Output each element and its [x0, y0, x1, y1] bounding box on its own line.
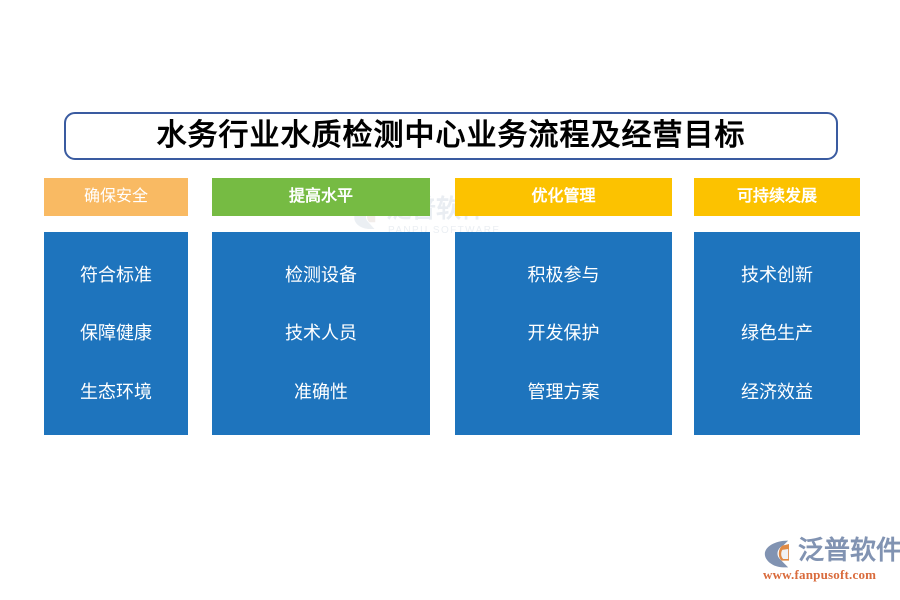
list-item: 准确性	[294, 381, 348, 402]
column-header-label-2: 优化管理	[531, 188, 596, 205]
column-body-2: 积极参与 开发保护 管理方案	[455, 232, 672, 435]
list-item: 生态环境	[80, 381, 152, 402]
column-header-2[interactable]: 优化管理	[455, 178, 672, 216]
list-item: 经济效益	[741, 381, 813, 402]
list-item: 开发保护	[527, 323, 600, 344]
column-header-label-3: 可持续发展	[736, 188, 817, 205]
list-item: 管理方案	[527, 381, 600, 402]
list-item: 技术人员	[285, 323, 357, 344]
list-item: 绿色生产	[741, 323, 813, 344]
column-body-1: 检测设备 技术人员 准确性	[212, 232, 430, 435]
column-header-1[interactable]: 提高水平	[212, 178, 430, 216]
page-title: 水务行业水质检测中心业务流程及经营目标	[156, 119, 746, 152]
column-header-0[interactable]: 确保安全	[44, 178, 188, 216]
list-item: 检测设备	[285, 265, 357, 286]
column-header-3[interactable]: 可持续发展	[694, 178, 860, 216]
list-item: 符合标准	[80, 265, 152, 286]
column-header-label-1: 提高水平	[288, 188, 353, 205]
panpu-logo-icon	[764, 540, 789, 568]
list-item: 积极参与	[527, 265, 600, 286]
brand-logo: 泛普软件 www.fanpusoft.com	[762, 535, 900, 584]
title-box: 水务行业水质检测中心业务流程及经营目标	[64, 112, 838, 160]
column-header-label-0: 确保安全	[83, 188, 148, 205]
brand-name-cn: 泛普软件	[798, 535, 900, 565]
list-item: 技术创新	[741, 265, 813, 286]
list-item: 保障健康	[80, 323, 152, 344]
column-body-3: 技术创新 绿色生产 经济效益	[694, 232, 860, 435]
brand-url: www.fanpusoft.com	[763, 567, 877, 582]
column-body-0: 符合标准 保障健康 生态环境	[44, 232, 188, 435]
